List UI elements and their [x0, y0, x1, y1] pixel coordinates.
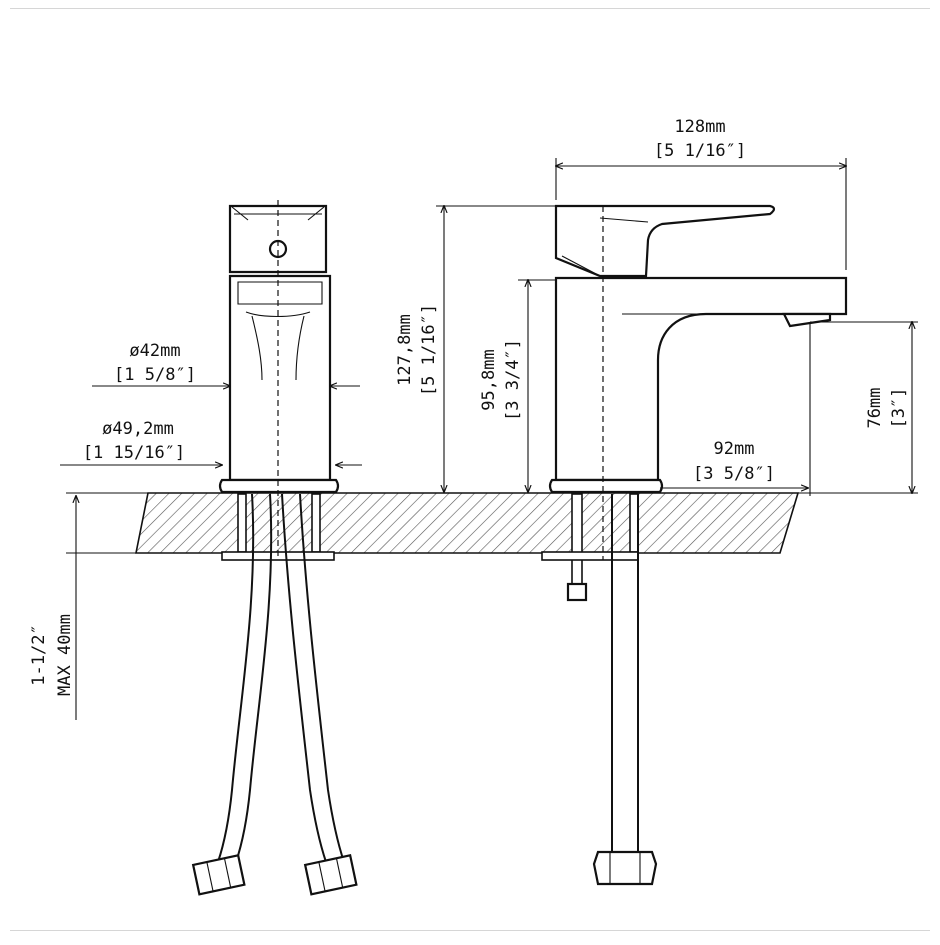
- hose-nut-left-icon: [191, 854, 246, 896]
- dim-958-in: [3 3/4″]: [503, 339, 523, 421]
- dim-92-in: [3 5/8″]: [693, 464, 775, 484]
- dim-492-mm: ø49,2mm: [102, 419, 174, 439]
- dim-42-mm: ø42mm: [129, 341, 180, 361]
- dim-76-in: [3″]: [889, 388, 909, 429]
- top-border: [10, 8, 930, 9]
- front-view-faucet: [191, 200, 358, 896]
- dim-958-mm: 95,8mm: [479, 349, 499, 410]
- dim-76-mm: 76mm: [865, 388, 885, 429]
- dimension-lines: [60, 158, 918, 720]
- dim-128-mm: 128mm: [674, 117, 725, 137]
- side-view-faucet: [541, 204, 848, 886]
- hose-nut-right-icon: [303, 854, 358, 896]
- dim-42-in: [1 5/8″]: [114, 365, 196, 385]
- countertop: [135, 492, 800, 554]
- bottom-border: [10, 930, 930, 931]
- dim-128-in: [5 1/16″]: [654, 141, 746, 161]
- dim-deck-in: 1-1/2″: [29, 624, 49, 685]
- dim-92-mm: 92mm: [714, 439, 755, 459]
- dim-1278-mm: 127,8mm: [395, 314, 415, 386]
- dim-deck-mm: MAX 40mm: [55, 614, 75, 696]
- dim-1278-in: [5 1/16″]: [419, 304, 439, 396]
- dim-492-in: [1 15/16″]: [83, 443, 185, 463]
- hose-nut-side-icon: [592, 850, 658, 886]
